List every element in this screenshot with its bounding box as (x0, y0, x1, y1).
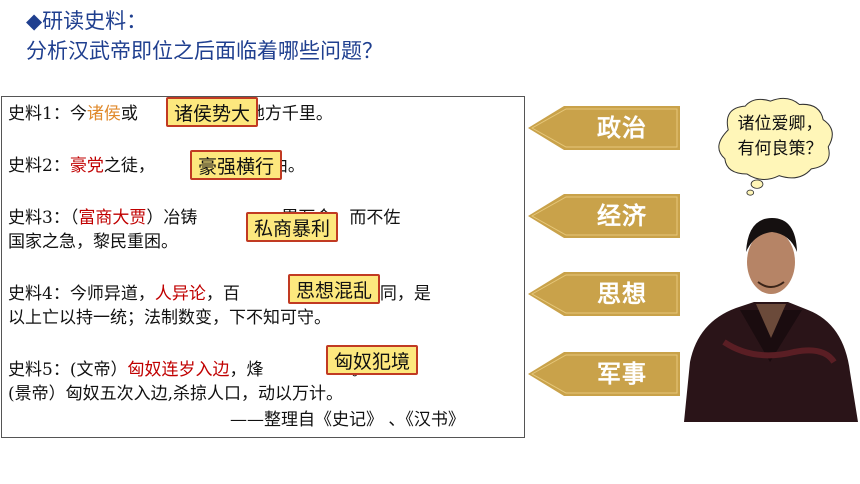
section-title: ◆研读史料： (26, 9, 148, 33)
bubble-line-1: 诸位爱卿， (737, 114, 823, 134)
source-1-mid: 或 (120, 104, 138, 124)
source-5-highlight: 匈奴连岁入边 (127, 360, 230, 380)
bubble-text: 诸位爱卿， 有何良策？ (720, 112, 840, 162)
source-5: 史料5：(文帝）匈奴连岁入边，烽。 (8, 359, 368, 381)
category-label: 思想 (597, 280, 647, 308)
category-politics[interactable]: 政治 (528, 106, 680, 150)
arrow-left-icon (528, 194, 680, 238)
category-label: 政治 (597, 114, 647, 142)
category-economy[interactable]: 经济 (528, 194, 680, 238)
source-4-prefix: 史料4：今师异道， (8, 284, 155, 304)
source-1-suffix: 地方千里。 (247, 104, 333, 124)
tag-ideological-chaos: 思想混乱 (288, 274, 381, 304)
source-3-prefix: 史料3：（ (8, 208, 79, 228)
source-3: 史料3：（富商大贾）冶铸累万金，而不佐 (8, 207, 400, 229)
source-3-mid: ）冶铸 (146, 208, 198, 228)
arrow-left-icon (528, 352, 680, 396)
category-label: 经济 (597, 202, 647, 230)
source-1-prefix: 史料1：今 (8, 104, 87, 124)
question-title: 分析汉武帝即位之后面临着哪些问题？ (26, 39, 383, 63)
tag-xiongnu-invasion: 匈奴犯境 (326, 345, 419, 375)
arrow-left-icon (528, 272, 680, 316)
source-1-highlight: 诸侯 (86, 104, 121, 124)
tag-vassal-power: 诸侯势大 (166, 97, 259, 127)
source-5-prefix: 史料5：(文帝） (8, 360, 128, 380)
category-military[interactable]: 军事 (528, 352, 680, 396)
source-1: 史料1：今诸侯或 地方千里。 (8, 103, 333, 125)
source-3-highlight: 富商大贾 (78, 208, 147, 228)
category-label: 军事 (597, 360, 647, 388)
category-thought[interactable]: 思想 (528, 272, 680, 316)
emperor-figure (684, 218, 858, 422)
slide-header: ◆研读史料： 分析汉武帝即位之后面临着哪些问题？ (26, 6, 383, 66)
source-citation: ——整理自《史记》 、《汉书》 (230, 410, 465, 430)
source-4-mid: ，百 (205, 284, 240, 304)
source-3-line2: 国家之急，黎民重困。 (8, 232, 178, 252)
source-4-line2: 以上亡以持一统；法制数变，下不知可守。 (8, 308, 331, 328)
tag-local-magnates: 豪强横行 (190, 150, 283, 180)
arrow-left-icon (528, 106, 680, 150)
source-5-mid: ，烽 (229, 360, 264, 380)
source-4-highlight: 人异论 (154, 284, 206, 304)
source-2-prefix: 史料2： (8, 156, 70, 176)
thought-bubble (718, 97, 833, 196)
tag-merchant-profits: 私商暴利 (246, 212, 339, 242)
source-2-highlight: 豪党 (69, 156, 104, 176)
sources-panel: 史料1：今诸侯或地方千里。 史料2：豪党之徒，曲。 史料3：（富商大贾）冶铸累万… (1, 96, 525, 438)
source-5-line2: (景帝）匈奴五次入边,杀掠人口，动以万计。 (8, 384, 344, 404)
bubble-line-2: 有何良策？ (737, 139, 823, 159)
source-2-mid: 之徒， (103, 156, 155, 176)
